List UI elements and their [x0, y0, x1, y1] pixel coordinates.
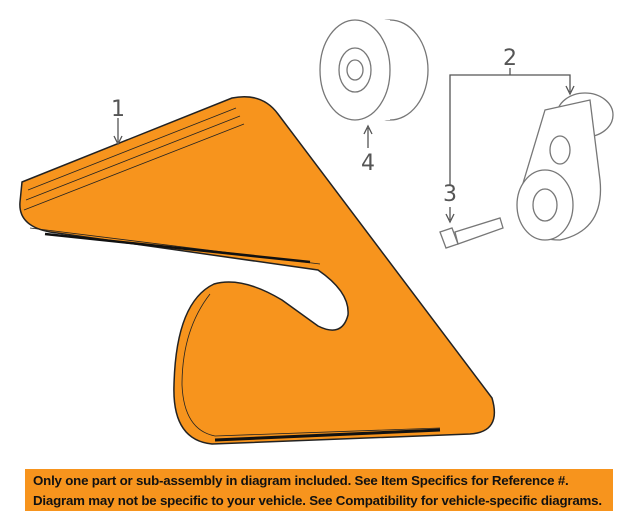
callout-3: 3 — [443, 182, 457, 207]
parts-diagram: 1 2 3 4 — [19, 19, 614, 445]
bolt[interactable] — [439, 217, 504, 249]
callout-1: 1 — [111, 97, 125, 122]
disclaimer-banner: Only one part or sub-assembly in diagram… — [25, 469, 613, 511]
idler-pulley[interactable] — [319, 19, 429, 121]
disclaimer-line-2: Diagram may not be specific to your vehi… — [33, 493, 602, 508]
callout-lines — [113, 68, 575, 224]
callout-2: 2 — [503, 46, 517, 71]
disclaimer-line-1: Only one part or sub-assembly in diagram… — [33, 473, 569, 488]
serpentine-belt[interactable] — [19, 96, 496, 445]
belt-tensioner[interactable] — [516, 92, 614, 241]
callout-4: 4 — [361, 151, 375, 176]
